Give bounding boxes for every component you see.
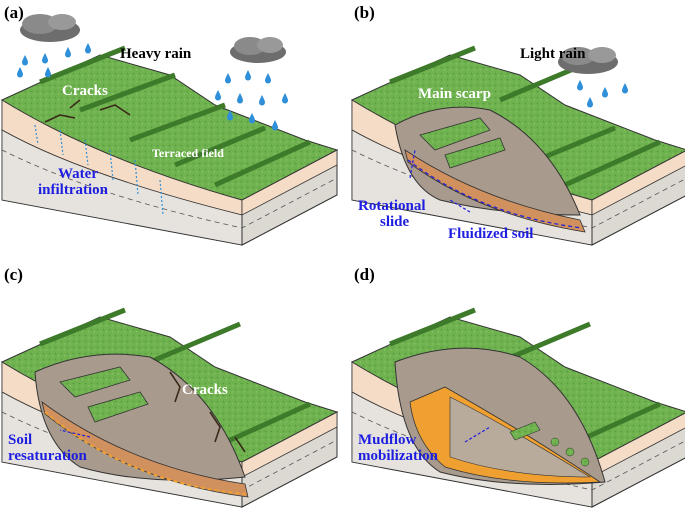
panel-c: (c) Cracks Soil resaturation <box>0 265 339 508</box>
rotational-label-1: Rotational <box>358 198 426 214</box>
panel-label: (c) <box>4 265 23 284</box>
panel-a: (a) Heavy rain Cracks Terraced field Wat… <box>0 3 339 246</box>
cloud-icon <box>20 14 80 42</box>
resaturation-label-2: resaturation <box>8 448 88 464</box>
cloud-icon <box>558 47 618 74</box>
fluidized-label: Fluidized soil <box>448 226 533 242</box>
infiltration-label-2: infiltration <box>38 182 109 198</box>
rain-drops <box>577 80 628 108</box>
rain-label: Light rain <box>520 46 586 62</box>
crack-lines <box>169 371 246 453</box>
infiltration-arrows <box>34 124 164 216</box>
panel-d: (d) Mudflow mobilization <box>350 265 685 508</box>
cloud-icon <box>230 37 286 63</box>
resaturation-label-1: Soil <box>8 432 32 448</box>
cracks-label: Cracks <box>62 83 108 99</box>
terraced-field-label: Terraced field <box>152 146 224 160</box>
rotational-label-2: slide <box>380 214 410 230</box>
rain-label: Heavy rain <box>120 46 192 62</box>
panel-label: (b) <box>354 3 375 22</box>
cracks-label: Cracks <box>182 382 228 398</box>
panel-b: (b) Light rain Main scarp Rotational sli… <box>350 3 685 246</box>
mudflow-label-2: mobilization <box>358 448 439 464</box>
panel-label: (a) <box>4 3 24 22</box>
crack-lines <box>44 99 131 123</box>
panel-label: (d) <box>354 265 375 284</box>
main-scarp-label: Main scarp <box>418 86 491 102</box>
infiltration-label-1: Water <box>58 166 98 182</box>
mudflow-label-1: Mudflow <box>358 432 417 448</box>
